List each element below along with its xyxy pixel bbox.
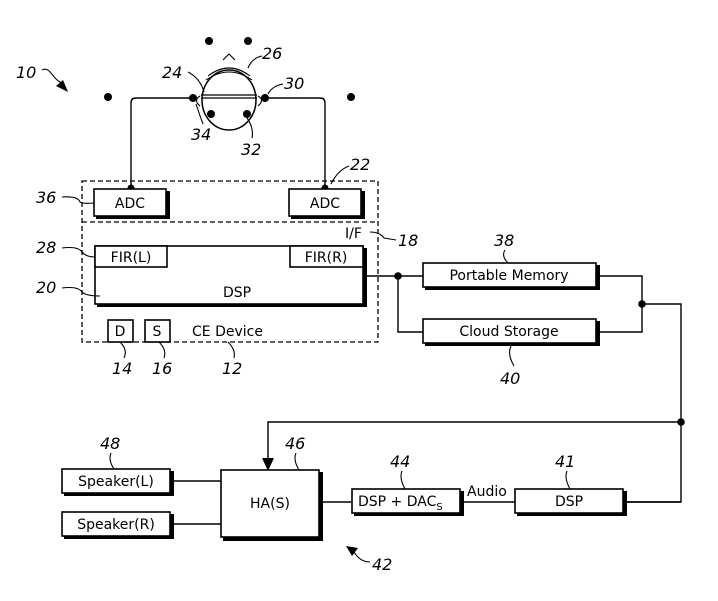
ce-device-label: CE Device xyxy=(192,324,263,340)
adc-right-block: ADC xyxy=(288,188,365,219)
ref-16: 16 xyxy=(152,359,172,378)
interface-label: I/F xyxy=(345,226,362,242)
adc-right-label: ADC xyxy=(310,196,340,212)
dsp-41-block: DSP xyxy=(514,488,627,516)
ref-48: 48 xyxy=(100,434,120,453)
ref-36-leader xyxy=(61,196,95,204)
ref-28: 28 xyxy=(36,238,56,257)
left-mic-wire xyxy=(130,97,193,188)
ref-16-leader xyxy=(158,341,166,359)
audio-link-label: Audio xyxy=(467,484,507,500)
ref-20: 20 xyxy=(36,278,56,297)
ref-34: 34 xyxy=(191,125,211,144)
fir-right-label: FIR(R) xyxy=(305,250,348,266)
speaker-right-block: Speaker(R) xyxy=(61,511,174,539)
ref-22-leader xyxy=(330,165,350,185)
feedback-wire xyxy=(267,421,681,462)
ref-10: 10 xyxy=(16,63,36,82)
fir-right-block xyxy=(289,245,364,268)
display-label: D xyxy=(115,324,126,340)
ref-18-leader xyxy=(369,231,397,241)
sound-source-dot xyxy=(205,37,213,45)
nose-icon xyxy=(222,53,236,61)
cloud-storage-label: Cloud Storage xyxy=(459,324,558,340)
speaker-right-label: Speaker(R) xyxy=(77,517,155,533)
ref-32: 32 xyxy=(241,140,261,159)
ref-12: 12 xyxy=(222,359,242,378)
dsp-label: DSP xyxy=(223,285,251,301)
portable-memory-block: Portable Memory xyxy=(422,262,600,290)
return-wire xyxy=(599,303,682,503)
ref-44-leader xyxy=(400,470,406,490)
ref-38-leader xyxy=(502,249,509,264)
ha-block: HA(S) xyxy=(220,469,323,541)
ref-12-leader xyxy=(227,341,235,359)
ref-42: 42 xyxy=(372,555,392,574)
dsp-dac-label: DSP + DACS xyxy=(358,494,443,513)
ref-14-leader xyxy=(119,341,126,359)
ref-26: 26 xyxy=(262,44,282,63)
portable-memory-label: Portable Memory xyxy=(449,268,568,284)
wire xyxy=(596,275,643,333)
cloud-storage-block: Cloud Storage xyxy=(422,318,600,346)
ref-44: 44 xyxy=(390,452,410,471)
ref-40-leader xyxy=(508,345,515,367)
ref-41-leader xyxy=(565,470,571,490)
ref-46: 46 xyxy=(285,434,305,453)
left-ear-icon xyxy=(195,95,201,107)
ref-41: 41 xyxy=(555,452,575,471)
ref-32-leader xyxy=(246,117,253,139)
ref-40: 40 xyxy=(500,369,520,388)
arrowhead-icon xyxy=(262,458,274,471)
ref-18: 18 xyxy=(398,231,418,250)
ref-24: 24 xyxy=(162,63,182,82)
ref-20-leader xyxy=(61,286,101,297)
ref-22: 22 xyxy=(350,155,370,174)
ref-42-leader xyxy=(353,551,371,563)
dsp-block: FIR(L) FIR(R) DSP xyxy=(94,245,367,307)
storage-s-label: S xyxy=(153,324,162,340)
ref-38: 38 xyxy=(494,231,514,250)
speaker-left-block: Speaker(L) xyxy=(61,468,174,496)
ref-48-leader xyxy=(109,452,115,470)
ref-26-leader xyxy=(247,55,263,69)
ref-30: 30 xyxy=(284,74,304,93)
dsp-41-label: DSP xyxy=(555,494,583,510)
ha-label: HA(S) xyxy=(250,496,290,512)
storage-s-block xyxy=(144,319,171,343)
right-ear-icon xyxy=(257,95,263,107)
sound-source-dot xyxy=(244,37,252,45)
ref-24-leader xyxy=(187,71,205,93)
fir-left-label: FIR(L) xyxy=(111,250,152,266)
ref-30-leader xyxy=(267,83,284,95)
ref-10-arrowhead xyxy=(56,80,68,92)
ref-46-leader xyxy=(294,452,300,471)
ref-36: 36 xyxy=(36,188,56,207)
ref-28-leader xyxy=(61,246,96,258)
ce-device-container xyxy=(81,180,379,343)
ref-10-leader xyxy=(41,68,67,89)
speaker-left-label: Speaker(L) xyxy=(78,474,154,490)
head-icon xyxy=(195,53,263,131)
ref-34-leader xyxy=(195,103,204,125)
sound-source-dot xyxy=(104,93,112,101)
head-mic-right xyxy=(243,110,251,118)
head-mic-left xyxy=(207,110,215,118)
ref-42-arrowhead xyxy=(346,546,358,556)
ref-14: 14 xyxy=(112,359,132,378)
adc-left-block: ADC xyxy=(93,188,170,219)
dsp-dac-block: DSP + DACS xyxy=(351,488,464,516)
right-mic-wire xyxy=(265,97,326,188)
wire xyxy=(397,276,423,333)
adc-left-label: ADC xyxy=(115,196,145,212)
sound-source-dot xyxy=(347,93,355,101)
